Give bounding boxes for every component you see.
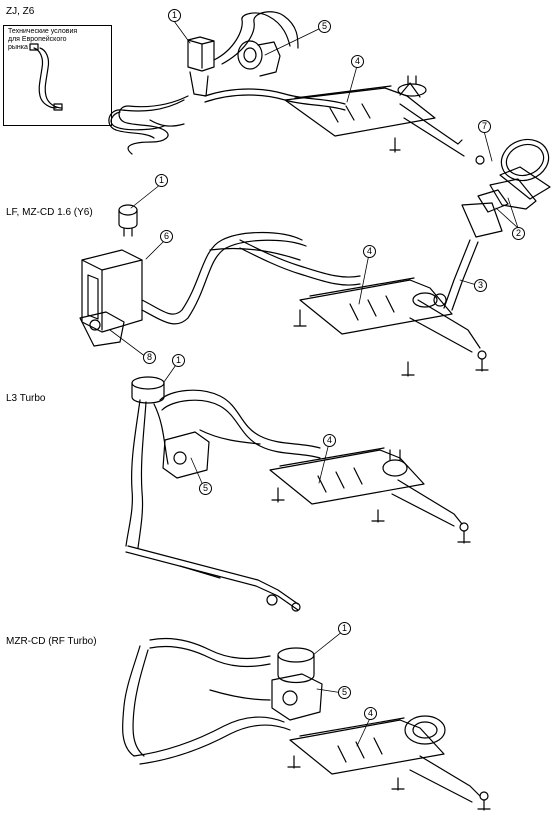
callout-reservoir: 1 — [172, 354, 185, 367]
callout-pump: 5 — [338, 686, 351, 699]
zj-z6-assembly — [108, 11, 485, 165]
callout-hose: 6 — [160, 230, 173, 243]
callout-steering-gear: 4 — [351, 55, 364, 68]
callout-reservoir: 1 — [168, 9, 181, 22]
callout-pump: 5 — [318, 20, 331, 33]
variant-label-zj-z6: ZJ, Z6 — [6, 6, 35, 17]
callout-leaders — [109, 20, 519, 747]
callout-steering-gear: 4 — [364, 707, 377, 720]
callout-steering-gear: 4 — [323, 434, 336, 447]
callout-reservoir: 1 — [338, 622, 351, 635]
lf-mzcd-assembly — [79, 204, 489, 377]
mzr-cd-assembly — [121, 637, 491, 811]
l3-turbo-assembly — [125, 376, 471, 612]
callout-reservoir: 1 — [155, 174, 168, 187]
callout-intermediate-shaft: 3 — [474, 279, 487, 292]
variant-label-mzr-cd: MZR-CD (RF Turbo) — [6, 636, 97, 647]
inset-caption-line: для Европейского — [8, 36, 67, 43]
inset-caption-line: рынка — [8, 44, 28, 51]
callout-ehpas-unit: 8 — [143, 351, 156, 364]
european-market-inset: Технические условия для Европейского рын… — [3, 25, 112, 126]
callout-pump: 5 — [199, 482, 212, 495]
inset-caption: Технические условия для Европейского рын… — [8, 28, 77, 52]
variant-label-lf-mzcd: LF, MZ-CD 1.6 (Y6) — [6, 207, 93, 218]
steering-column — [433, 138, 551, 311]
inset-hose-drawing — [29, 43, 63, 111]
variant-label-l3-turbo: L3 Turbo — [6, 393, 46, 404]
callout-steering-gear: 4 — [363, 245, 376, 258]
callout-steering-column: 2 — [512, 227, 525, 240]
callout-steering-wheel: 7 — [478, 120, 491, 133]
inset-caption-line: Технические условия — [8, 28, 78, 35]
